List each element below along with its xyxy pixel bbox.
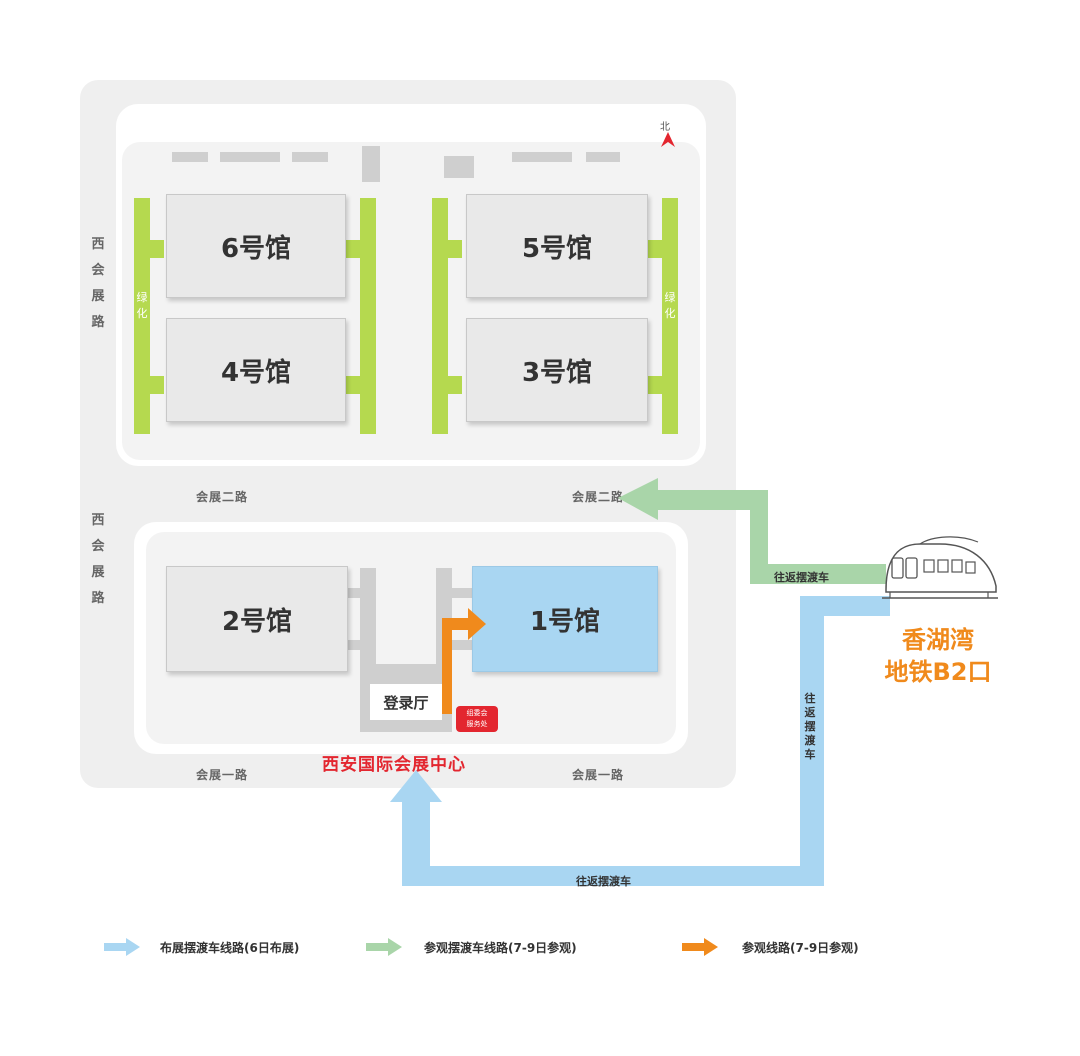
corridor bbox=[452, 588, 472, 598]
greenery-strip bbox=[150, 376, 164, 394]
greenery-strip bbox=[662, 198, 678, 434]
north-label: 北 bbox=[660, 122, 670, 133]
west-road-label: 西会展路 bbox=[91, 513, 105, 606]
greenery-strip bbox=[448, 376, 462, 394]
greenery-strip bbox=[448, 240, 462, 258]
metro-train-icon bbox=[882, 536, 998, 599]
service-point-badge[interactable]: 组委会 服务处 bbox=[456, 706, 498, 732]
north-arrow-icon bbox=[661, 132, 675, 147]
metro-name-line1: 香湖湾 bbox=[902, 626, 974, 654]
legend-item-green: 参观摆渡车线路(7-9日参观) bbox=[424, 941, 577, 955]
legend-item-blue: 布展摆渡车线路(6日布展) bbox=[160, 941, 300, 955]
service-point-line1: 组委会 bbox=[466, 709, 488, 717]
first-road-label: 会展一路 bbox=[196, 768, 249, 782]
north-strip bbox=[146, 110, 682, 142]
greenery-strip bbox=[346, 240, 360, 258]
registration-hall[interactable]: 登录厅 bbox=[370, 684, 442, 720]
west-road-label: 西会展路 bbox=[91, 237, 105, 330]
building-block bbox=[586, 152, 620, 162]
legend-blue-arrow-icon bbox=[104, 938, 140, 956]
green-route bbox=[618, 478, 886, 584]
greenery-strip bbox=[432, 198, 448, 434]
building-block bbox=[172, 152, 208, 162]
building-block bbox=[512, 152, 572, 162]
greenery-label-left: 绿化 bbox=[136, 291, 148, 320]
greenery-strip bbox=[648, 376, 662, 394]
first-road-label: 会展一路 bbox=[572, 768, 625, 782]
corridor bbox=[452, 640, 472, 650]
hall-3[interactable]: 3号馆 bbox=[466, 318, 648, 422]
blue-shuttle-label-vertical: 往返摆渡车 bbox=[804, 692, 816, 761]
center-name: 西安国际会展中心 bbox=[322, 755, 466, 775]
legend-green-arrow-icon bbox=[366, 938, 402, 956]
legend-orange-arrow-icon bbox=[682, 938, 718, 956]
greenery-strip bbox=[134, 198, 150, 434]
corridor bbox=[348, 640, 360, 650]
corridor bbox=[360, 568, 376, 680]
metro-name-line2: 地铁B2口 bbox=[884, 658, 992, 686]
greenery-strip bbox=[150, 240, 164, 258]
greenery-label-right: 绿化 bbox=[664, 291, 676, 320]
hall-2[interactable]: 2号馆 bbox=[166, 566, 348, 672]
hall-5[interactable]: 5号馆 bbox=[466, 194, 648, 298]
building-block bbox=[220, 152, 280, 162]
service-point-line2: 服务处 bbox=[466, 720, 488, 728]
greenery-strip bbox=[346, 376, 360, 394]
second-road-label: 会展二路 bbox=[572, 490, 625, 504]
building-block bbox=[362, 146, 380, 182]
metro-station-name: 香湖湾 地铁B2口 bbox=[868, 624, 1008, 688]
greenery-strip bbox=[360, 198, 376, 434]
building-block bbox=[292, 152, 328, 162]
blue-shuttle-label-bottom: 往返摆渡车 bbox=[576, 875, 631, 888]
greenery-strip bbox=[648, 240, 662, 258]
corridor bbox=[348, 588, 360, 598]
hall-1[interactable]: 1号馆 bbox=[472, 566, 658, 672]
blue-route bbox=[390, 596, 890, 886]
hall-6[interactable]: 6号馆 bbox=[166, 194, 346, 298]
legend-item-orange: 参观线路(7-9日参观) bbox=[742, 941, 859, 955]
second-road-label: 会展二路 bbox=[196, 490, 249, 504]
hall-4[interactable]: 4号馆 bbox=[166, 318, 346, 422]
orange-route bbox=[442, 608, 486, 714]
building-block bbox=[444, 156, 474, 178]
green-shuttle-label: 往返摆渡车 bbox=[774, 571, 829, 584]
